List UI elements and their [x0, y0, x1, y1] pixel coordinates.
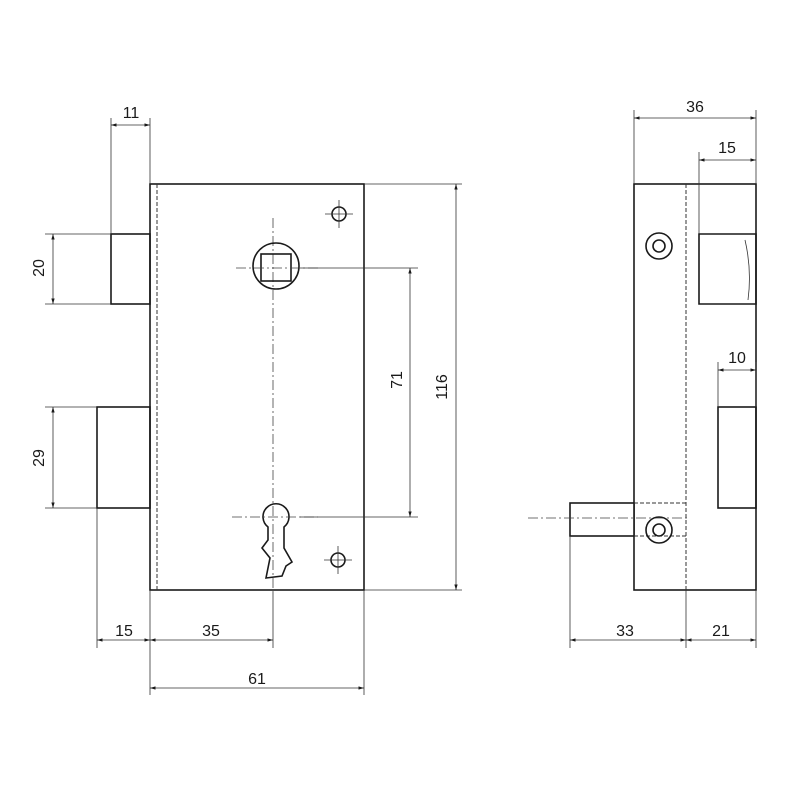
dim-label-bolt-slot-width: 10 — [728, 350, 746, 367]
dim-total-depth: 36 — [633, 99, 757, 184]
dim-label-follower-to-key: 71 — [389, 371, 406, 389]
screw-hole-top — [325, 200, 353, 228]
dim-deadbolt-height: 29 — [31, 406, 97, 509]
dim-latch-height: 20 — [31, 233, 111, 305]
dim-label-case-depth: 21 — [712, 623, 730, 640]
dim-follower-to-key: 71 — [300, 267, 418, 518]
dim-label-case-width: 61 — [248, 671, 266, 688]
dim-bolt-depth: 11 — [110, 105, 151, 234]
dim-bolt-slot-width: 10 — [717, 350, 757, 407]
dim-label-latch-slot-width: 15 — [718, 140, 736, 157]
dim-case-width: 61 — [150, 590, 365, 695]
dim-label-deadbolt-height: 29 — [31, 449, 48, 467]
side-screw-top — [645, 232, 673, 260]
latch-bolt — [110, 233, 151, 305]
dim-label-latch-height: 20 — [31, 259, 48, 277]
dead-bolt — [96, 406, 151, 509]
latch-slot — [698, 233, 757, 305]
side-view: 36 15 10 33 21 — [528, 99, 757, 648]
bolt-slot — [717, 406, 757, 509]
dim-label-backset-offset: 15 — [115, 623, 133, 640]
follower-square-hole — [260, 253, 292, 282]
dim-label-case-height: 116 — [434, 374, 451, 400]
dim-bottom-row: 15 35 — [96, 508, 274, 695]
dim-label-bolt-projection: 33 — [616, 623, 634, 640]
dim-latch-slot-width: 15 — [698, 140, 756, 234]
keyhole — [232, 502, 318, 579]
screw-hole-bottom — [324, 546, 352, 574]
front-view: 11 20 29 71 116 — [31, 105, 462, 695]
dim-label-keyhole-offset: 35 — [202, 623, 220, 640]
follower-hub — [252, 242, 300, 290]
dim-case-height: 116 — [364, 183, 462, 591]
side-screw-bottom — [645, 516, 673, 544]
dim-label-bolt-depth: 11 — [123, 105, 140, 122]
lock-case-front — [149, 183, 365, 591]
dim-label-total-depth: 36 — [686, 99, 704, 116]
dim-side-bottom-row: 33 21 — [569, 536, 757, 648]
